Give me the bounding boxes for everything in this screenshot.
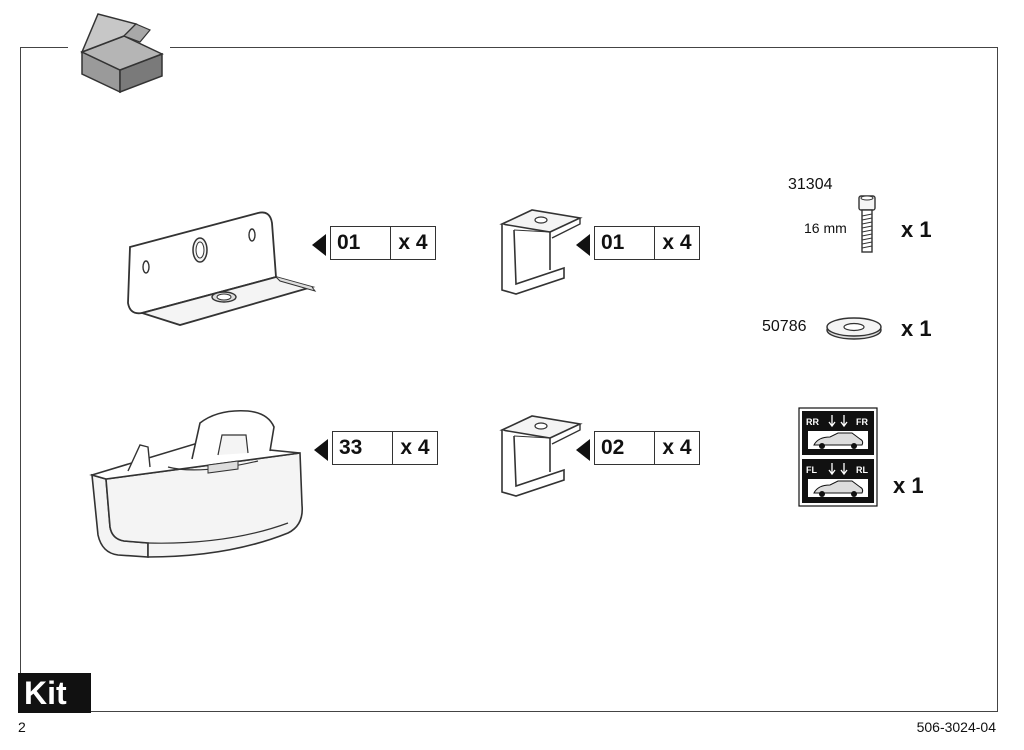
sticker-quantity: x 1: [893, 473, 924, 498]
screw-icon: [858, 195, 876, 253]
document-code: 506-3024-04: [916, 719, 996, 735]
callout-pointer: [312, 234, 326, 256]
page-number: 2: [18, 719, 26, 735]
washer-quantity: x 1: [901, 316, 932, 341]
sticker-label-fl: FL: [806, 465, 817, 475]
sticker-label-fr: FR: [856, 417, 868, 427]
u-clamp-illustration: [499, 209, 583, 295]
screw-length: 16 mm: [804, 220, 847, 236]
kit-box-icon: [80, 13, 164, 94]
part-code: 01: [331, 227, 391, 259]
part-quantity: x 4: [662, 436, 692, 459]
page-frame: [20, 47, 998, 712]
part-quantity: x 4: [400, 436, 430, 459]
washer-part-number: 50786: [762, 318, 807, 335]
sticker-label-rl: RL: [856, 465, 868, 475]
kit-label: Kit: [18, 673, 91, 713]
callout-box: 33 x 4: [332, 431, 438, 465]
part-quantity: x 4: [398, 231, 428, 254]
part-quantity: x 4: [662, 231, 692, 254]
callout-pointer: [314, 439, 328, 461]
callout-box: 01 x 4: [330, 226, 436, 260]
part-code: 01: [595, 227, 655, 259]
position-sticker-icon: RR FR FL RL: [798, 407, 878, 507]
callout-box: 01 x 4: [594, 226, 700, 260]
part-code: 33: [333, 432, 393, 464]
callout-pointer: [576, 439, 590, 461]
screw-part-number: 31304: [788, 176, 833, 193]
u-clamp-illustration: [499, 415, 583, 497]
part-code: 02: [595, 432, 655, 464]
callout-box: 02 x 4: [594, 431, 700, 465]
screw-quantity: x 1: [901, 217, 932, 242]
foot-pad-illustration: [89, 409, 304, 558]
washer-icon: [826, 317, 882, 340]
angle-bracket-illustration: [127, 211, 317, 326]
callout-pointer: [576, 234, 590, 256]
sticker-label-rr: RR: [806, 417, 819, 427]
